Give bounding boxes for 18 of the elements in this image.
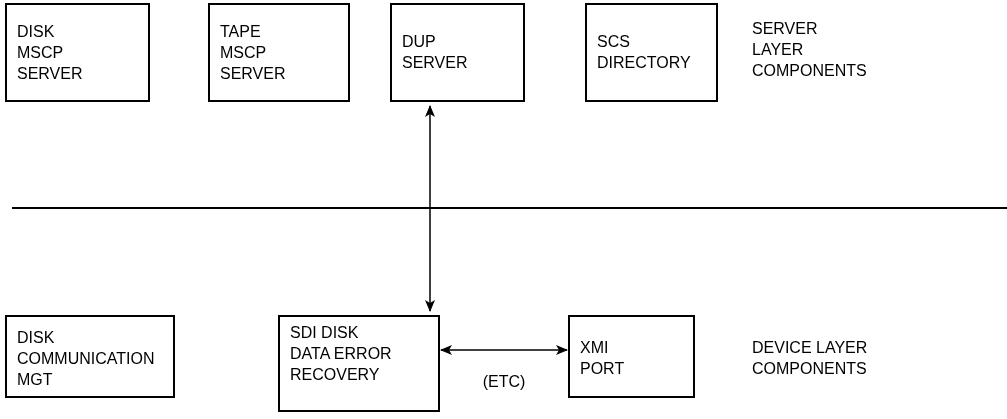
box-label: SCS DIRECTORY bbox=[597, 32, 692, 73]
component-box bbox=[278, 315, 440, 412]
layer-label: SERVER LAYER COMPONENTS bbox=[752, 19, 868, 81]
component-box bbox=[585, 3, 718, 102]
box-label: DISK MSCP SERVER bbox=[17, 22, 84, 84]
component-box bbox=[5, 3, 150, 102]
box-label: XMI PORT bbox=[580, 338, 626, 379]
box-label: TAPE MSCP SERVER bbox=[220, 22, 287, 84]
box-label: DISK COMMUNICATION MGT bbox=[17, 328, 156, 390]
box-label: DUP SERVER bbox=[402, 32, 469, 73]
double-arrow bbox=[440, 345, 568, 355]
double-arrow bbox=[425, 105, 435, 312]
box-label: SDI DISK DATA ERROR RECOVERY bbox=[290, 323, 393, 385]
component-box bbox=[5, 315, 175, 398]
component-box bbox=[568, 315, 695, 398]
component-box bbox=[390, 3, 525, 102]
component-box bbox=[208, 3, 350, 102]
layer-label: DEVICE LAYER COMPONENTS bbox=[752, 338, 869, 379]
